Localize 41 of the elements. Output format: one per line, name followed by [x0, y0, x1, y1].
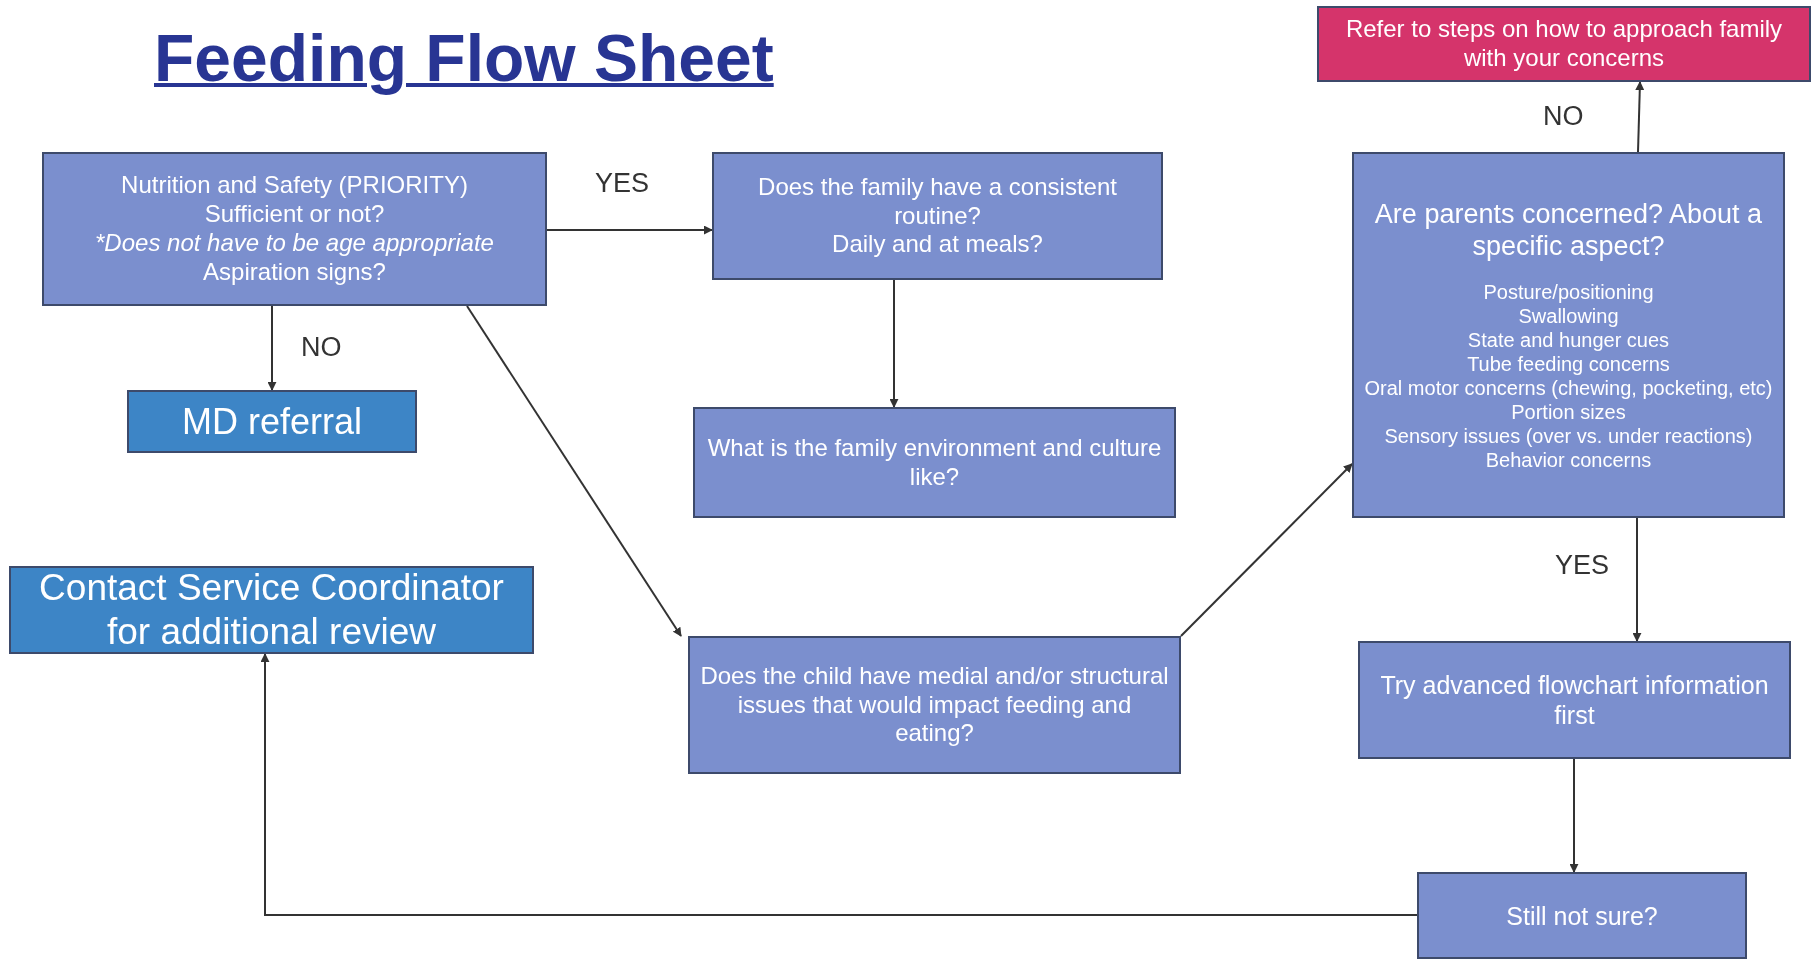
arrow	[466, 305, 682, 637]
arrow	[546, 225, 713, 235]
decision-box	[1352, 152, 1785, 518]
node-text: Try advanced flowchart information first	[1379, 670, 1770, 730]
arrow	[1180, 463, 1353, 637]
action-box	[1317, 6, 1811, 82]
referral-box	[127, 390, 417, 453]
node-text: Does the family have a consistent routine?	[757, 172, 1118, 231]
node-text: Tube feeding concerns	[1467, 352, 1670, 377]
node-text: Sufficient or not?	[204, 200, 385, 229]
title: Feeding Flow Sheet	[154, 20, 774, 96]
node-text: Swallowing	[1518, 304, 1619, 329]
node-text: Aspiration signs?	[203, 257, 386, 287]
node-text: Portion sizes	[1511, 400, 1626, 425]
decision-box	[42, 152, 547, 306]
node-text: Are parents concerned? About a specific aspect?	[1373, 197, 1764, 263]
process-box	[1417, 872, 1747, 959]
node-text: Oral motor concerns (chewing, pocketing, etc)	[1364, 376, 1773, 401]
node-text: Sensory issues (over vs. under reactions)	[1384, 424, 1753, 449]
decision-box	[688, 636, 1181, 774]
node-text: Behavior concerns	[1485, 448, 1652, 473]
node-text: *Does not have to be age appropriate	[95, 229, 494, 258]
process-box	[1358, 641, 1791, 759]
process-box	[693, 407, 1176, 518]
node-text: Contact Service Coordinator for additional review	[38, 565, 505, 654]
node-text: State and hunger cues	[1467, 328, 1670, 353]
arrow	[1632, 517, 1642, 642]
node-text: Refer to steps on how to approach family with your concerns	[1344, 15, 1784, 73]
arrow	[1569, 758, 1579, 873]
node-text: Nutrition and Safety (PRIORITY)	[121, 171, 468, 201]
node-text: Posture/positioning	[1483, 280, 1654, 305]
node-text: What is the family environment and culture like?	[706, 433, 1163, 492]
decision-box	[712, 152, 1163, 280]
node-text: MD referral	[182, 399, 362, 444]
arrow	[260, 653, 1418, 916]
arrow	[889, 279, 899, 408]
node-text: Daily and at meals?	[832, 230, 1043, 260]
arrow	[1635, 81, 1645, 153]
node-text: Still not sure?	[1506, 900, 1658, 931]
arrow	[267, 305, 277, 391]
node-text: Does the child have medial and/or structural issues that would impact feeding and eating?	[700, 661, 1169, 749]
